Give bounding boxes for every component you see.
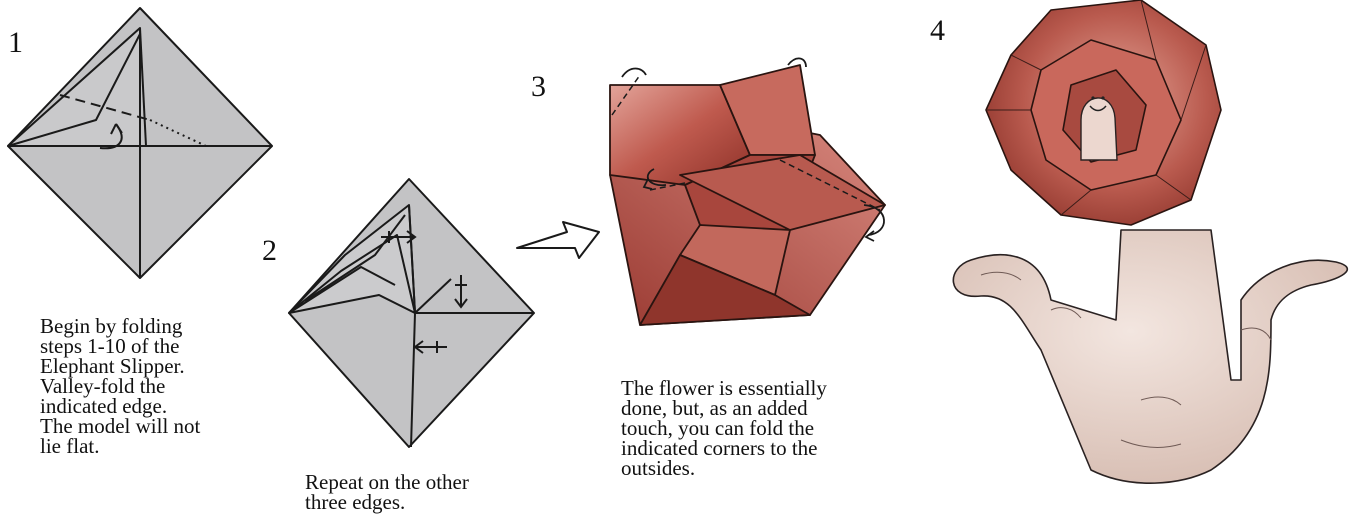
step-3-line: touch, you can fold the bbox=[621, 416, 815, 440]
step-1-line: steps 1-10 of the bbox=[40, 334, 180, 358]
step-1-line: Elephant Slipper. bbox=[40, 354, 185, 378]
step-3-line: done, but, as an added bbox=[621, 396, 808, 420]
step-2-line: three edges. bbox=[305, 490, 406, 514]
step-1-line: lie flat. bbox=[40, 434, 100, 458]
step-1-diagram bbox=[7, 7, 273, 279]
step-3-line: The flower is essentially bbox=[621, 376, 827, 400]
step-4-illustration bbox=[952, 0, 1349, 484]
step-2-number: 2 bbox=[262, 234, 277, 267]
step-1-caption: Begin by folding steps 1-10 of the Eleph… bbox=[40, 314, 201, 458]
step-1-number: 1 bbox=[8, 26, 23, 59]
step-3-illustration bbox=[609, 57, 886, 326]
step-1-line: Valley-fold the bbox=[40, 374, 166, 398]
step-2-line: Repeat on the other bbox=[305, 470, 469, 494]
step-3-line: indicated corners to the bbox=[621, 436, 818, 460]
step-1-line: Begin by folding bbox=[40, 314, 183, 338]
hollow-arrow-icon bbox=[516, 221, 600, 259]
step-1-line: The model will not bbox=[40, 414, 201, 438]
step-1-line: indicated edge. bbox=[40, 394, 168, 418]
step-3-caption: The flower is essentially done, but, as … bbox=[621, 376, 827, 480]
step-2-caption: Repeat on the other three edges. bbox=[305, 470, 469, 514]
step-2-diagram bbox=[288, 178, 535, 448]
step-4-number: 4 bbox=[930, 14, 945, 47]
step-3-number: 3 bbox=[531, 70, 546, 103]
step-3-line: outsides. bbox=[621, 456, 696, 480]
